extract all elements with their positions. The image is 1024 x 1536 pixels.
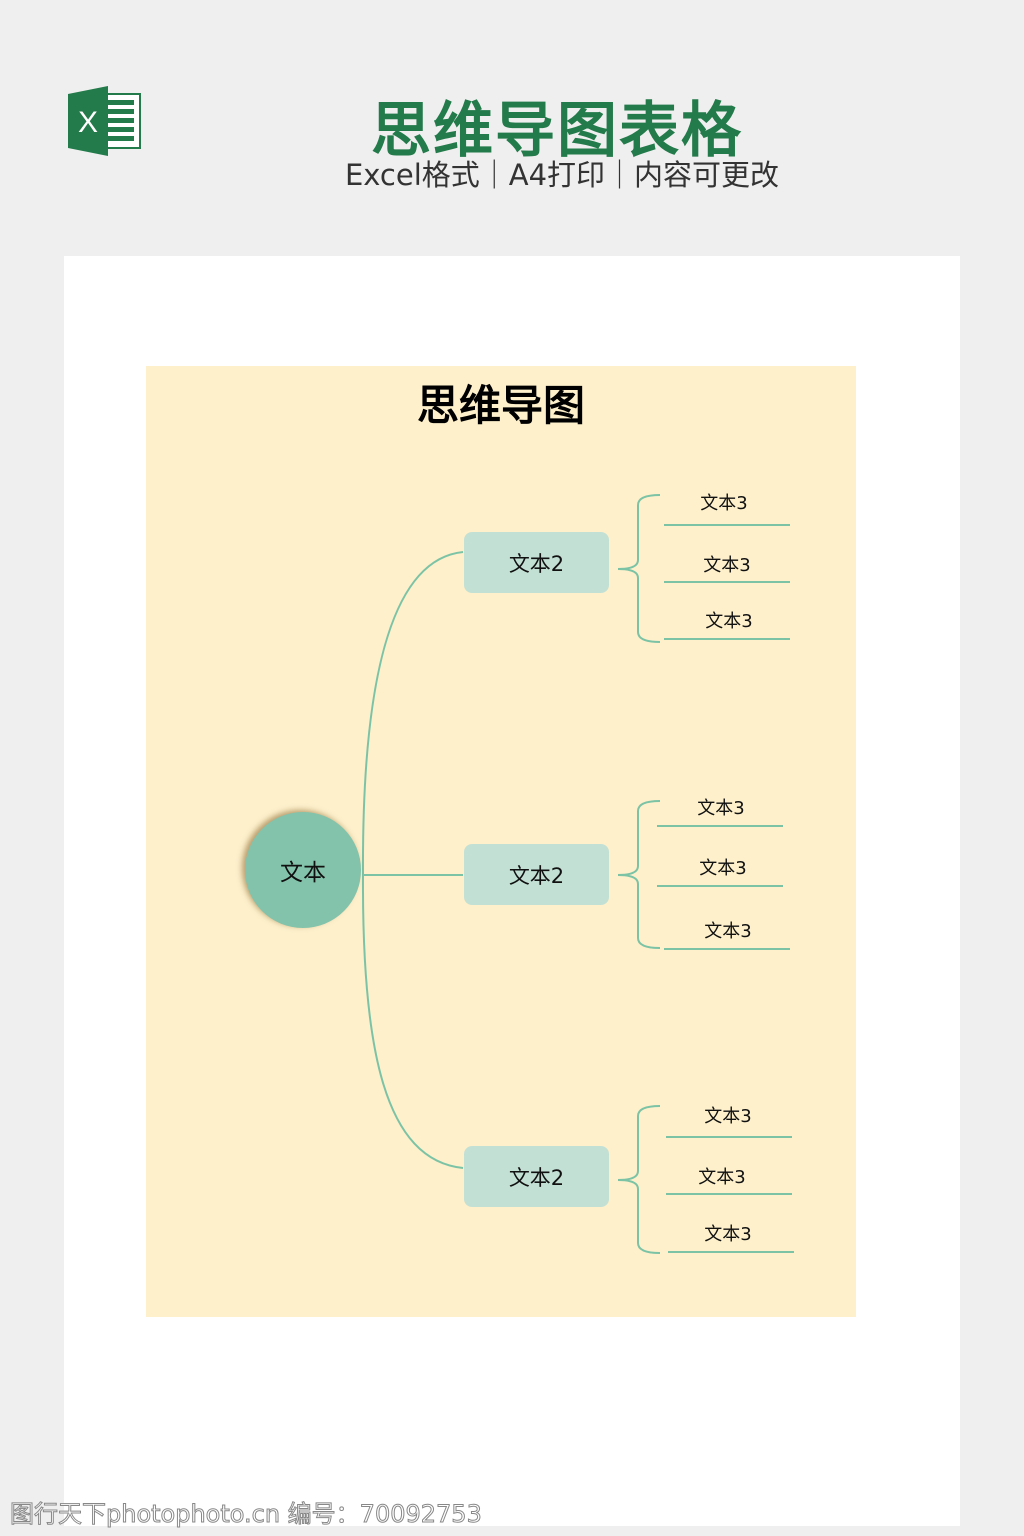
page-title: 思维导图表格 bbox=[371, 96, 743, 166]
leaf-node[interactable]: 文本3 bbox=[704, 921, 752, 942]
svg-text:X: X bbox=[78, 106, 98, 139]
leaf-node[interactable]: 文本3 bbox=[697, 798, 745, 819]
watermark: 图行天下photophoto.cn 编号：70092753 bbox=[10, 1500, 483, 1529]
connector-top bbox=[361, 551, 464, 876]
leaf-node[interactable]: 文本3 bbox=[704, 1106, 752, 1127]
mindmap-title: 思维导图 bbox=[416, 381, 585, 430]
connector-bottom bbox=[361, 874, 464, 1169]
root-node[interactable]: 文本 bbox=[245, 812, 361, 928]
leaf-node[interactable]: 文本3 bbox=[699, 858, 747, 879]
branch-node-2[interactable]: 文本2 bbox=[464, 844, 609, 905]
leaf-underlines bbox=[657, 524, 794, 1253]
branch-node-1[interactable]: 文本2 bbox=[464, 532, 609, 593]
excel-logo-icon: X bbox=[68, 86, 141, 156]
leaf-node[interactable]: 文本3 bbox=[704, 1224, 752, 1245]
page-subtitle: Excel格式｜A4打印｜内容可更改 bbox=[344, 158, 780, 192]
leaf-node[interactable]: 文本3 bbox=[700, 493, 748, 514]
branch-node-3[interactable]: 文本2 bbox=[464, 1146, 609, 1207]
bracket-2 bbox=[617, 800, 661, 949]
bracket-3 bbox=[617, 1105, 661, 1254]
leaf-node[interactable]: 文本3 bbox=[705, 611, 753, 632]
bracket-1 bbox=[617, 494, 661, 643]
leaf-node[interactable]: 文本3 bbox=[703, 555, 751, 576]
leaf-node[interactable]: 文本3 bbox=[698, 1167, 746, 1188]
